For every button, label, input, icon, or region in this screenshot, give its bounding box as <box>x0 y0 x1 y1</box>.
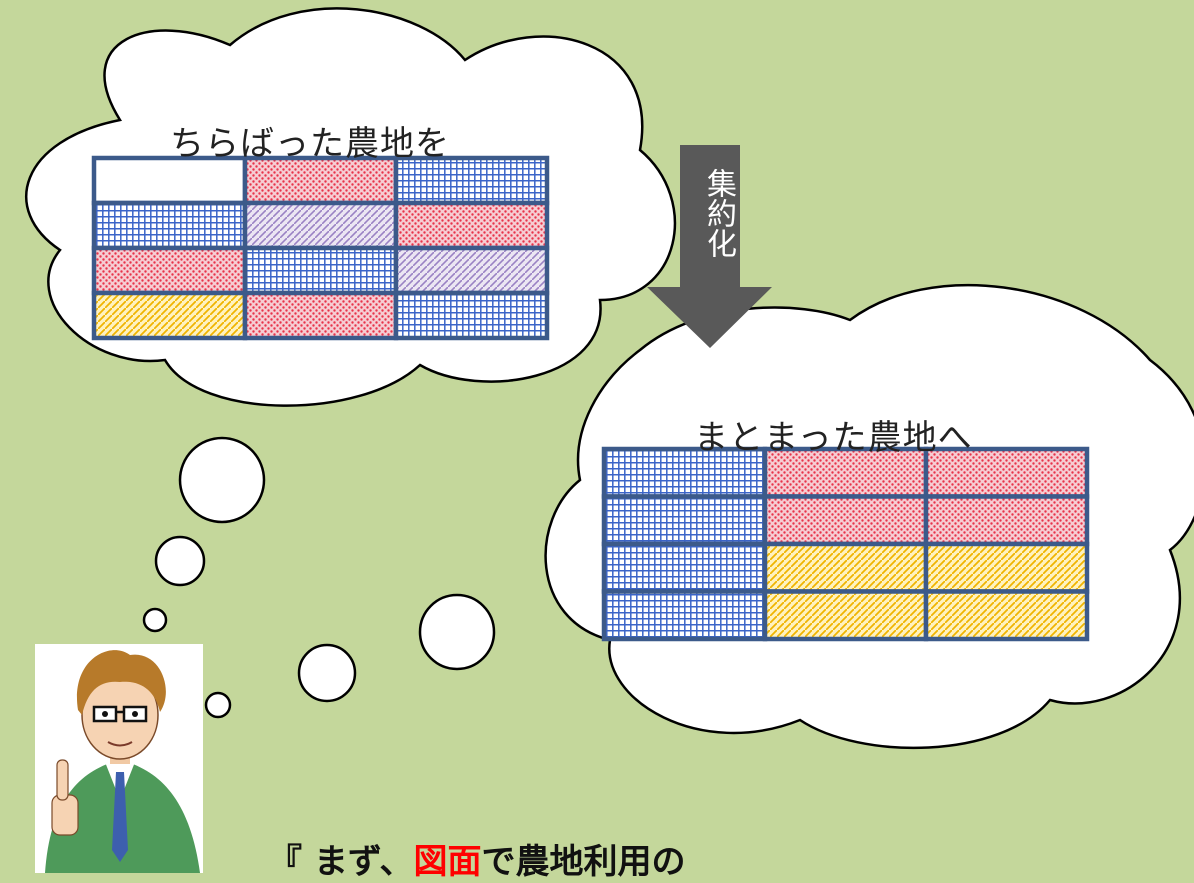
after-plot-blue <box>601 541 768 594</box>
after-plot-yellow <box>762 589 929 642</box>
before-plot-yellow <box>91 290 248 341</box>
open-quote: 『 <box>268 842 302 882</box>
before-caption: ちらばった農地を <box>170 124 450 164</box>
before-plot-empty <box>91 155 248 206</box>
before-plot-red <box>242 290 399 341</box>
arrow-label: 集約化 <box>701 168 736 258</box>
after-plot-blue <box>601 494 768 547</box>
thought-circle-1 <box>178 436 266 524</box>
after-plot-yellow <box>923 589 1090 642</box>
after-plot-blue <box>601 446 768 499</box>
after-caption: まとまった農地へ <box>694 418 973 458</box>
consolidation-arrow <box>647 145 772 348</box>
thought-circle-6 <box>204 691 232 719</box>
bottom-statement: 『 まず、図面で農地利用の <box>268 834 685 883</box>
before-plot-purple <box>393 245 550 296</box>
before-plot-blue <box>393 155 550 206</box>
statement-part-2: で農地利用の <box>481 842 686 882</box>
after-plot-blue <box>601 589 768 642</box>
before-plot-red <box>242 155 399 206</box>
after-plot-yellow <box>923 541 1090 594</box>
consolidated-farmland-grid <box>601 446 1090 642</box>
man-pointing-illustration <box>35 644 203 873</box>
after-plot-red <box>762 494 929 547</box>
after-plot-red <box>923 494 1090 547</box>
before-plot-blue <box>242 245 399 296</box>
before-plot-blue <box>393 290 550 341</box>
after-plot-yellow <box>762 541 929 594</box>
thought-circle-2 <box>154 535 206 587</box>
scattered-farmland-grid <box>91 155 550 341</box>
highlight-word: 図面 <box>413 842 482 882</box>
thought-circle-4 <box>418 593 496 671</box>
before-plot-blue <box>91 200 248 251</box>
statement-part-1: まず、 <box>313 842 414 882</box>
before-plot-red <box>393 200 550 251</box>
thought-circle-3 <box>142 607 168 633</box>
thought-circle-5 <box>297 643 357 703</box>
before-plot-purple <box>242 200 399 251</box>
before-plot-red <box>91 245 248 296</box>
